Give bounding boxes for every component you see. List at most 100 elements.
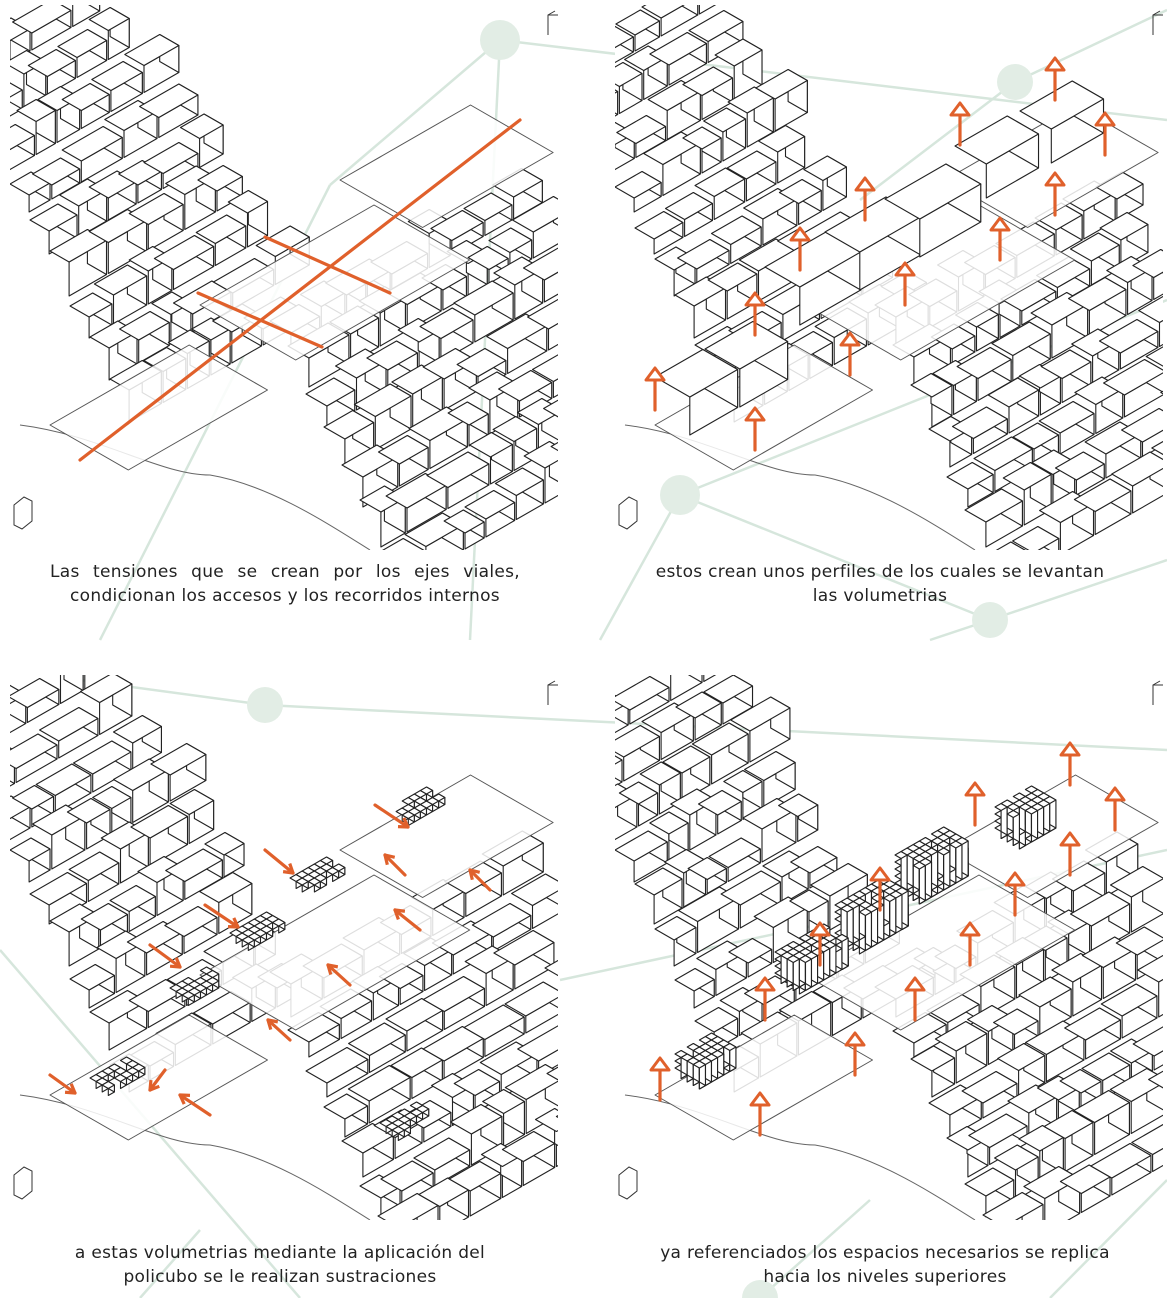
building-block	[323, 409, 375, 468]
polycube	[259, 925, 274, 941]
building-block	[480, 1142, 523, 1199]
building-block	[615, 9, 660, 52]
polycube	[710, 1049, 725, 1080]
building-block	[348, 1022, 406, 1074]
panel-replication	[615, 675, 1163, 1220]
polycube	[937, 847, 951, 891]
inward-arrow-icon	[48, 1073, 77, 1095]
up-arrow-icon	[1044, 171, 1066, 217]
up-arrow-icon	[894, 261, 916, 307]
building-block	[12, 5, 72, 51]
building-block	[153, 234, 215, 291]
inward-arrow-icon	[203, 903, 240, 929]
up-arrow-icon	[744, 291, 766, 337]
building-block	[449, 1103, 503, 1166]
building-block	[757, 124, 806, 184]
building-block	[319, 988, 373, 1040]
building-block	[164, 905, 218, 955]
building-block	[10, 123, 35, 171]
building-block	[697, 789, 742, 835]
building-block	[670, 675, 703, 702]
building-block	[1067, 276, 1127, 338]
building-block	[615, 25, 634, 64]
street-outline	[19, 1094, 371, 1220]
building-block	[956, 346, 1012, 402]
building-block	[704, 320, 789, 408]
building-block	[501, 1130, 556, 1187]
building-block	[10, 82, 23, 117]
building-block	[93, 264, 148, 325]
corner-mark	[618, 1166, 638, 1200]
building-block	[179, 113, 224, 169]
building-block	[687, 856, 727, 895]
up-arrow-icon	[744, 406, 766, 452]
panel-tensions	[10, 5, 558, 550]
building-block	[728, 937, 773, 978]
caption-replication: ya referenciados los espacios necesarios…	[660, 1243, 1110, 1287]
building-block	[910, 372, 953, 428]
corner-mark	[618, 496, 638, 530]
building-block	[72, 5, 101, 28]
inward-arrow-icon	[326, 963, 352, 987]
building-block	[634, 210, 684, 255]
up-arrow-icon	[1059, 831, 1081, 877]
building-block	[197, 164, 243, 212]
street-outline	[19, 424, 371, 550]
polycube	[924, 847, 939, 891]
up-arrow-icon	[949, 101, 971, 147]
inward-arrow-icon	[393, 908, 422, 932]
building-block	[744, 750, 796, 809]
up-arrow-icon	[869, 866, 891, 912]
building-block	[1109, 865, 1163, 933]
inward-arrow-icon	[266, 1018, 292, 1042]
building-block	[1069, 232, 1120, 286]
building-block	[27, 48, 76, 96]
building-block	[10, 733, 58, 784]
building-block	[755, 68, 808, 132]
building-block	[80, 902, 128, 949]
building-block	[359, 1174, 401, 1218]
building-block	[555, 1114, 558, 1119]
building-block	[634, 867, 683, 925]
polycube	[918, 857, 933, 902]
polycube	[132, 1063, 146, 1079]
building-block	[1098, 318, 1159, 370]
inward-arrow-icon	[148, 1068, 167, 1092]
polycube	[1006, 809, 1020, 847]
building-block	[1073, 478, 1132, 536]
building-block	[522, 247, 558, 303]
building-block	[641, 5, 699, 37]
building-block	[527, 298, 558, 351]
street-outline	[624, 1094, 976, 1220]
building-block	[993, 1008, 1039, 1051]
up-arrow-icon	[839, 331, 861, 377]
building-block	[385, 997, 444, 1052]
building-block	[674, 967, 715, 1009]
building-block	[1018, 976, 1072, 1036]
building-block	[1012, 525, 1060, 550]
building-block	[91, 60, 143, 113]
building-block	[1132, 1026, 1163, 1071]
building-block	[1138, 295, 1163, 348]
building-block	[29, 203, 78, 255]
up-arrow-icon	[789, 226, 811, 272]
polycube	[432, 793, 446, 809]
up-arrow-icon	[749, 1091, 771, 1137]
building-block	[353, 383, 412, 451]
building-block	[961, 1070, 1018, 1119]
cross-axis-line	[196, 291, 324, 349]
building-block	[481, 830, 544, 896]
inward-arrow-icon	[468, 868, 492, 892]
building-block	[486, 313, 548, 375]
building-block	[1099, 211, 1149, 269]
polycube	[835, 933, 849, 971]
building-block	[546, 1066, 558, 1081]
building-block	[1040, 349, 1092, 404]
building-block	[287, 1011, 340, 1058]
caption-tensions: Las tensiones que se crean por los ejes …	[50, 562, 520, 606]
building-block	[464, 489, 516, 538]
up-arrow-icon	[959, 921, 981, 967]
building-block	[139, 83, 199, 139]
building-block	[615, 89, 619, 117]
building-block	[550, 441, 558, 452]
